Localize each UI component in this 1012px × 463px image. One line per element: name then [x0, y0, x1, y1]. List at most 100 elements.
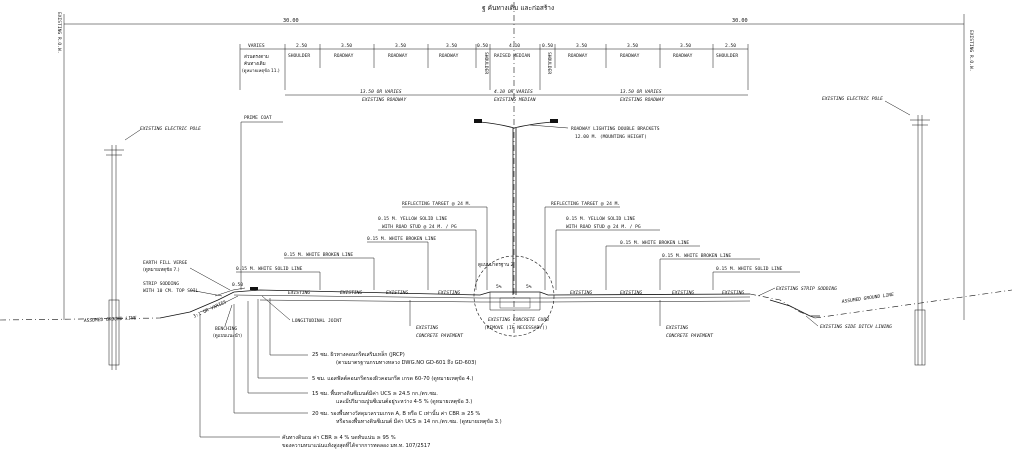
layer-4-l1: 20 ซม. รองพื้นทางวัสดุมวลรวมเกรด A, B หร…	[312, 409, 480, 417]
existing-right-dim: 13.50 OR VARIES	[620, 89, 662, 95]
existing-right-label: EXISTING ROADWAY	[620, 97, 665, 103]
existing-5: EXISTING	[570, 290, 592, 296]
ditch-right: EXISTING SIDE DITCH LINING	[820, 324, 892, 330]
existing-6: EXISTING	[620, 290, 642, 296]
lane-dim-r3: 3.50	[680, 43, 691, 49]
white-broken-right-2: 0.15 M. WHITE BROKEN LINE	[662, 253, 731, 259]
existing-2: EXISTING	[340, 290, 362, 296]
layer-4-l2: หรือรองพื้นทางดินซีเมนต์ มีค่า UCS ≥ 14 …	[336, 417, 502, 425]
layer-2-l1: 5 ซม. แอสฟัลต์คอนกรีตรองผิวคอนกรีต เกรด …	[312, 375, 473, 382]
lane-label-l2: ROADWAY	[334, 53, 354, 59]
lane-label-r1: ROADWAY	[568, 53, 588, 59]
white-broken-right: 0.15 M. WHITE BROKEN LINE	[620, 240, 689, 246]
strip-sod-2: WITH 10 CM. TOP SOIL	[143, 288, 199, 294]
yellow-right-2: WITH ROAD STUD @ 24 M. / PG	[566, 224, 641, 230]
lane-label-r2: ROADWAY	[620, 53, 640, 59]
benching-1: BENCHING	[215, 326, 237, 332]
target-left-label: REFLECTING TARGET @ 24 M.	[402, 201, 471, 207]
existing-mid-label: EXISTING MEDIAN	[494, 97, 536, 103]
overall-dim-right: 30.00	[732, 18, 748, 24]
slope-label: 3:1 OR VARIES	[192, 299, 227, 320]
white-solid-left: 0.15 M. WHITE SOLID LINE	[236, 266, 303, 272]
layer-1-l2: (ตามมาตรฐานกรมทางหลวง DWG.NO GD-601 ถึง …	[336, 359, 476, 366]
existing-left-label: EXISTING ROADWAY	[362, 97, 407, 103]
lighting-label-2: 12.00 M. (MOUNTING HEIGHT)	[575, 134, 647, 140]
strip-sod-right: EXISTING STRIP SODDING	[776, 286, 837, 292]
lane-label-r0: SHOULDER	[546, 52, 552, 74]
electric-pole-right	[884, 100, 930, 366]
lane-dim-r4: 2.50	[725, 43, 736, 49]
lane-label-r3: ROADWAY	[673, 53, 693, 59]
pavement-right-2: CONCRETE PAVEMENT	[666, 333, 713, 339]
row-label-left: EXISTING R.O.W.	[56, 12, 62, 54]
existing-3: EXISTING	[386, 290, 408, 296]
layer-5-l1: คันทางดินถม ค่า CBR ≥ 4 % บดทับแน่น ≥ 95…	[282, 434, 396, 441]
layer-3-l2: และมีปริมาณปูนซีเมนต์อยู่ระหว่าง 4-5 % (…	[336, 398, 472, 405]
note-2-label: ดูแบบมาตรฐาน 2	[478, 262, 514, 268]
lane-dim-l3: 3.50	[395, 43, 406, 49]
lane-dim-l5: 0.50	[477, 43, 488, 49]
curb-2: (REMOVE (IF NECESSARY))	[484, 325, 548, 331]
lane-label-l4: ROADWAY	[439, 53, 459, 59]
pavement-left-2: CONCRETE PAVEMENT	[416, 333, 463, 339]
prime-coat-label: PRIME COAT	[244, 115, 272, 121]
lane-dim-l4: 3.50	[446, 43, 457, 49]
overall-dim-left: 30.00	[283, 18, 299, 24]
median-dim: 4.10	[509, 43, 520, 49]
ground-right-label: ASSUMED GROUND LINE	[840, 292, 894, 305]
lane-dim-l1: 2.50	[296, 43, 307, 49]
existing-8: EXISTING	[722, 290, 744, 296]
existing-7: EXISTING	[672, 290, 694, 296]
layer-5-l2: ของความหนาแน่นแห้งสูงสุดที่ได้จากการทดลอ…	[282, 441, 430, 449]
lane-label-l1: SHOULDER	[288, 53, 310, 59]
lane-label-l3: ROADWAY	[388, 53, 408, 59]
lane-dim-l0: VARIES	[248, 43, 265, 49]
existing-mid-dim: 4.10 OR VARIES	[494, 89, 533, 95]
road-surface	[0, 287, 1012, 321]
target-right-label: REFLECTING TARGET @ 24 M.	[551, 201, 620, 207]
lane-label-l5: SHOULDER	[483, 52, 489, 74]
layer-1-l1: 25 ซม. ผิวทางคอนกรีตเสริมเหล็ก (JRCP)	[312, 350, 405, 358]
electric-pole-left	[104, 129, 141, 370]
slope-left: 5%	[496, 284, 502, 290]
pole-right-label: EXISTING ELECTRIC POLE	[822, 96, 883, 102]
dim-050: 0.50	[232, 282, 243, 288]
row-label-right: EXISTING R.O.W.	[968, 30, 974, 72]
median-label: RAISED MEDIAN	[494, 53, 530, 59]
lane-dim-l2: 3.50	[341, 43, 352, 49]
lane-dim-r2: 3.50	[627, 43, 638, 49]
white-broken-left: 0.15 M. WHITE BROKEN LINE	[284, 252, 353, 258]
strip-sod-1: STRIP SODDING	[143, 281, 179, 287]
yellow-left-2: WITH ROAD STUD @ 24 M. / PG	[382, 224, 457, 230]
existing-4: EXISTING	[438, 290, 460, 296]
white-solid-right: 0.15 M. WHITE SOLID LINE	[716, 266, 783, 272]
ground-left-label: ASSUMED GROUND LINE	[83, 315, 137, 324]
pavement-right-1: EXISTING	[666, 325, 688, 331]
centerline-title: ฐ คันทางเดิม และก่อสร้าง	[482, 4, 554, 12]
layer-3-l1: 15 ซม. พื้นทางดินซีเมนต์มีค่า UCS ≥ 24.5…	[312, 389, 438, 397]
existing-1: EXISTING	[288, 290, 310, 296]
lane-dims: VARIES ส่วนตรงตาม ค้นทางเดิม (ดูหมายเหตุ…	[239, 43, 749, 90]
slope-right: 5%	[526, 284, 532, 290]
yellow-right-1: 0.15 M. YELLOW SOLID LINE	[566, 216, 635, 222]
white-broken-left2: 0.15 M. WHITE BROKEN LINE	[367, 236, 436, 242]
lighting-label-1: ROADWAY LIGHTING DOUBLE BRACKETS	[571, 126, 660, 132]
long-joint-label: LONGITUDINAL JOINT	[292, 318, 342, 324]
pavement-left-1: EXISTING	[416, 325, 438, 331]
lane-label-l0c: (ดูหมายเหตุข้อ 11.)	[242, 68, 280, 74]
yellow-left-1: 0.15 M. YELLOW SOLID LINE	[378, 216, 447, 222]
benching-2: (ดูแบบแนะนำ)	[213, 332, 242, 339]
lighting-pole	[474, 119, 569, 295]
lane-dim-r0: 0.50	[542, 43, 553, 49]
lane-label-l0b: ค้นทางเดิม	[244, 61, 266, 67]
lane-label-l0a: ส่วนตรงตาม	[244, 54, 269, 60]
existing-left-dim: 13.50 OR VARIES	[360, 89, 402, 95]
lane-dim-r1: 3.50	[576, 43, 587, 49]
pole-left-label: EXISTING ELECTRIC POLE	[140, 126, 201, 132]
earth-fill-1: EARTH FILL VERGE	[143, 260, 187, 266]
curb-1: EXISTING CONCRETE CURB	[488, 317, 549, 323]
layer-leaders	[199, 298, 308, 438]
lane-label-r4: SHOULDER	[716, 53, 738, 59]
earth-fill-2: (ดูหมายเหตุข้อ 7.)	[143, 267, 180, 273]
